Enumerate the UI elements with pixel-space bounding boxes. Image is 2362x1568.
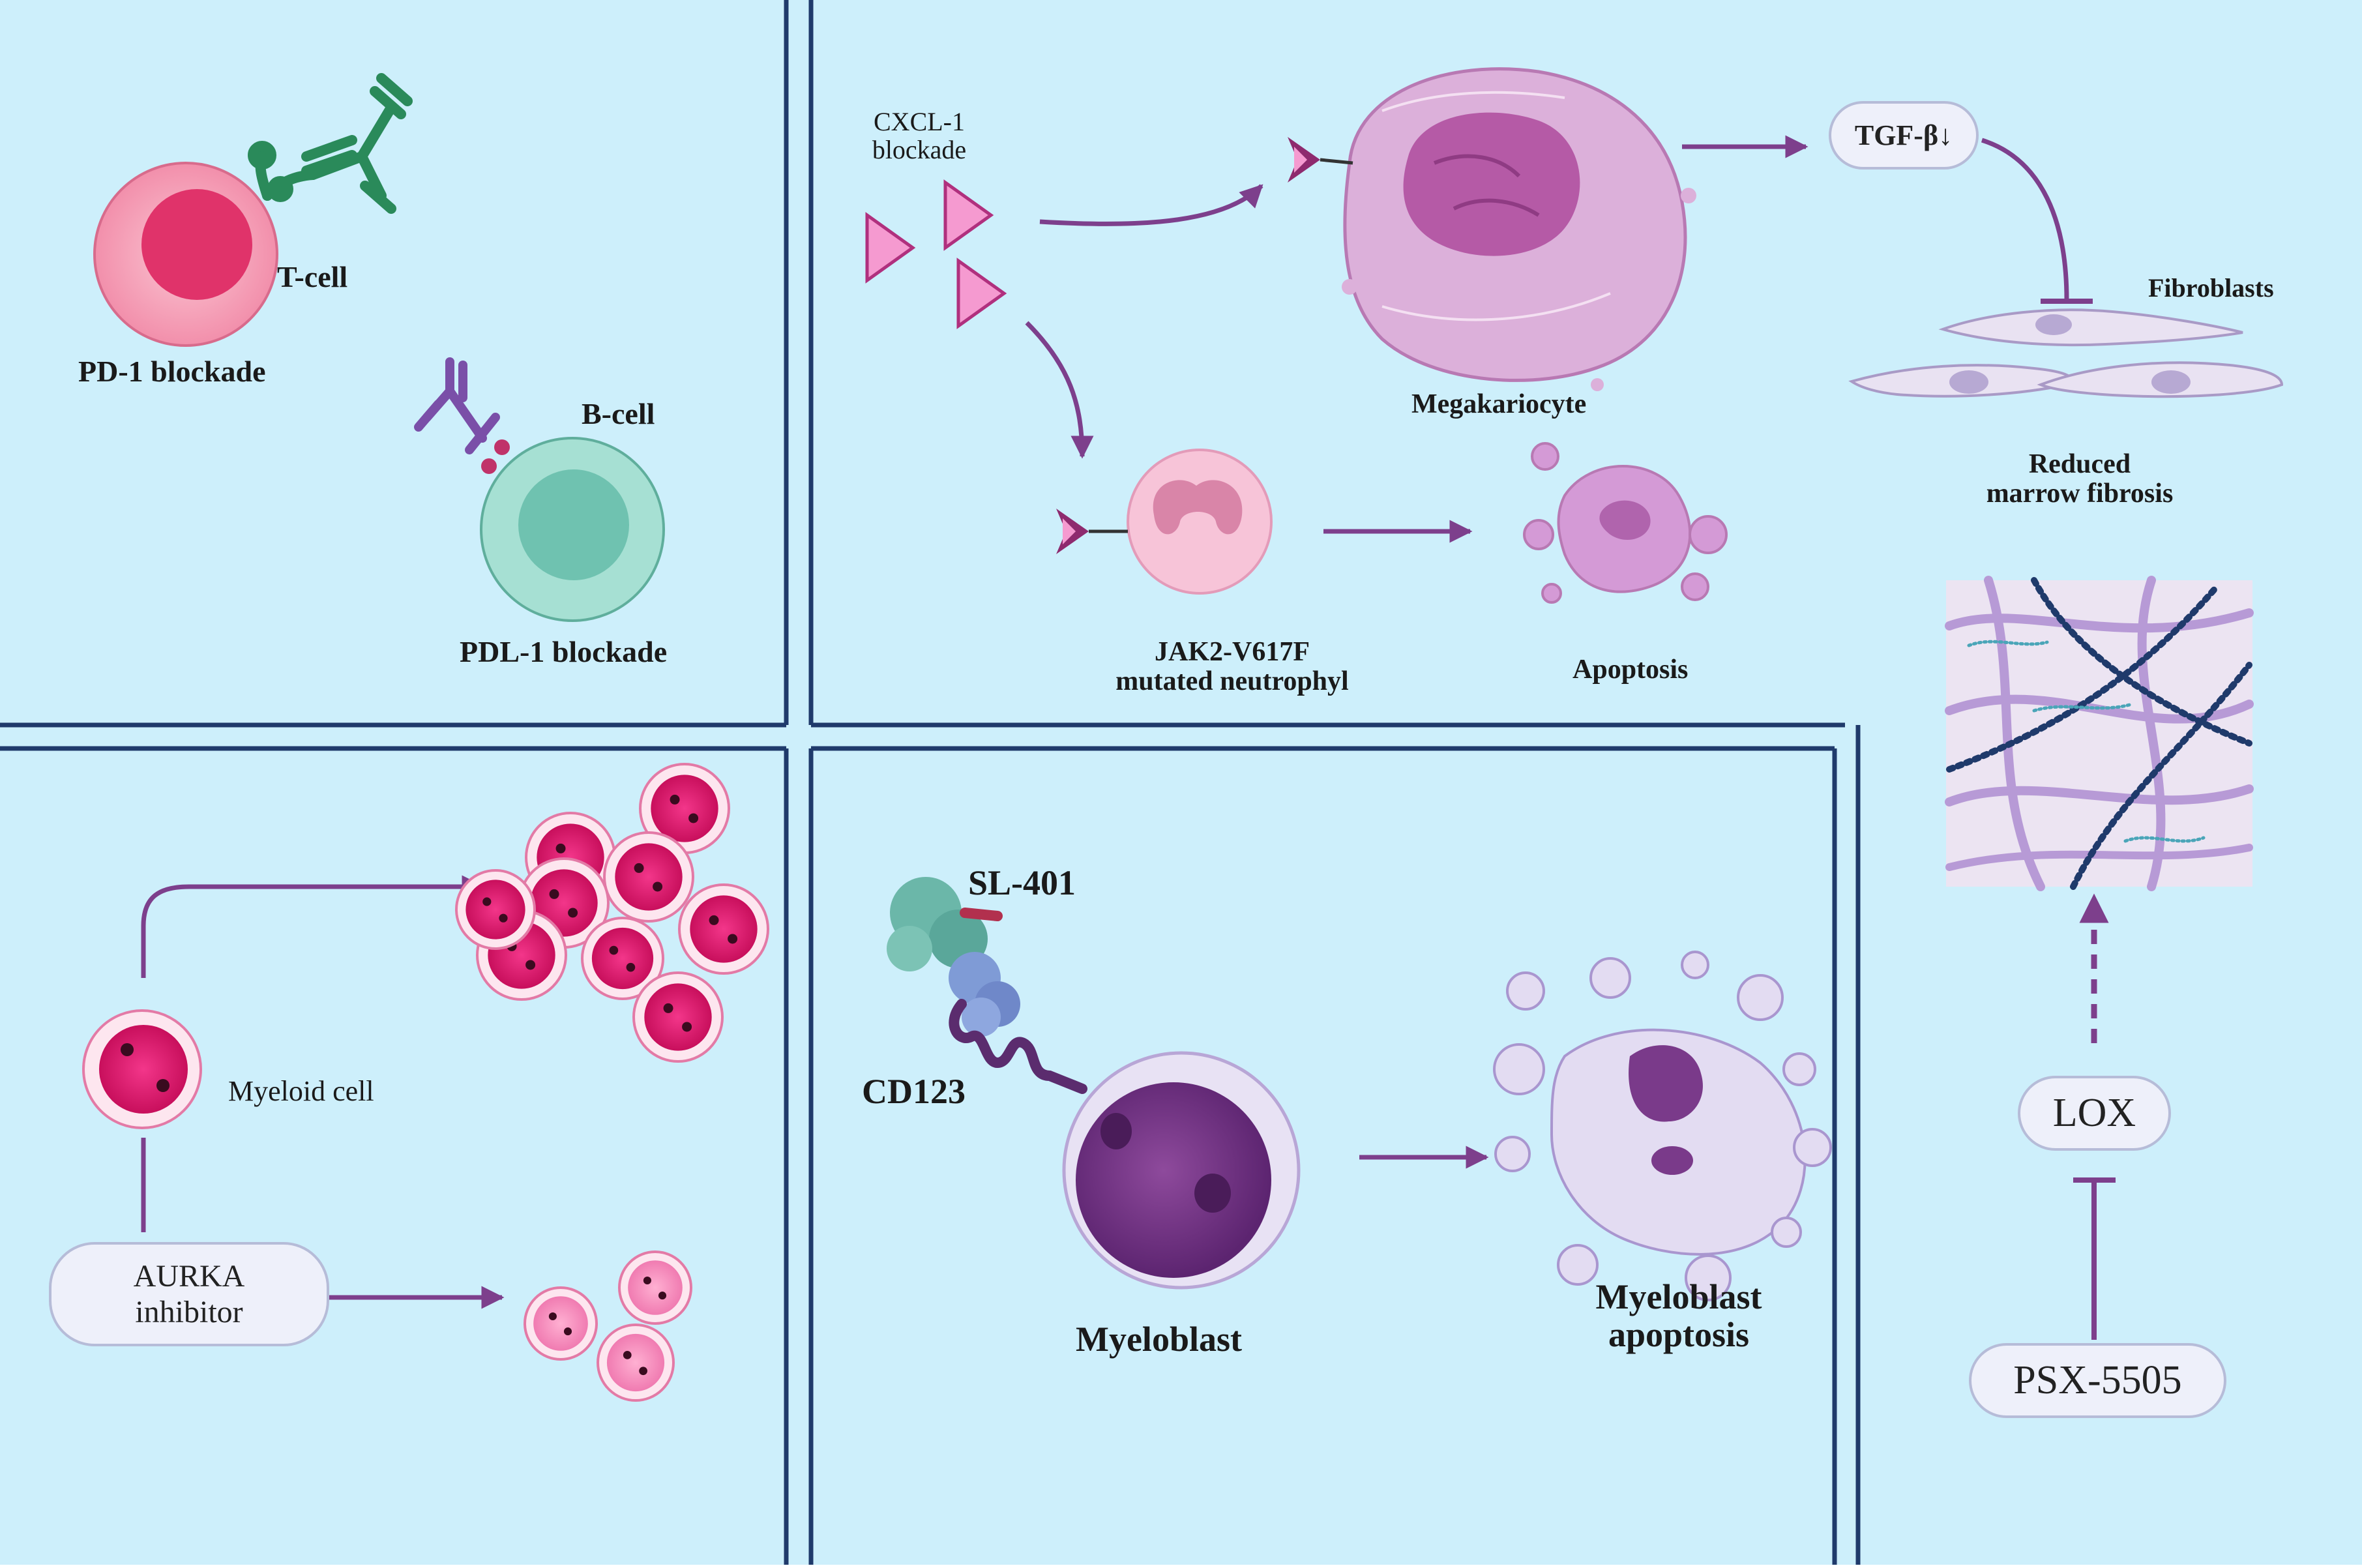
apoptotic-myeloblast bbox=[1493, 951, 1832, 1301]
panel-borders bbox=[0, 0, 1861, 1565]
arrow-cxcl1-megakaryocyte bbox=[1039, 184, 1263, 226]
myeloid-cell bbox=[678, 883, 769, 975]
cxcl1-blockade-label: CXCL-1 blockade bbox=[872, 107, 967, 165]
b-cell bbox=[480, 437, 665, 622]
fiber-network bbox=[1945, 576, 2254, 891]
apoptotic-neutrophil bbox=[1523, 442, 1728, 604]
myeloid-cell bbox=[82, 1009, 202, 1129]
megakaryocyte-receptor-icon bbox=[1288, 137, 1353, 183]
arrow-myeloid-proliferation bbox=[141, 875, 485, 978]
fibroblasts bbox=[1848, 308, 2284, 398]
pd1-antibody-icon bbox=[248, 73, 413, 214]
myeloid-cell bbox=[639, 763, 730, 854]
reduced-myeloid-cell bbox=[618, 1250, 692, 1325]
pd1-blockade-label: PD-1 blockade bbox=[78, 355, 266, 388]
myeloblast-cell bbox=[1062, 1051, 1301, 1290]
myeloid-cell bbox=[455, 869, 536, 950]
proliferating-myeloid-cells bbox=[455, 763, 769, 1063]
aurka-inhibitor-label: AURKA inhibitor bbox=[133, 1259, 245, 1329]
reduced-fibrosis-label: Reduced marrow fibrosis bbox=[1986, 449, 2174, 509]
sl401-protein-icon bbox=[887, 877, 1020, 1037]
myeloid-cell-label: Myeloid cell bbox=[228, 1075, 374, 1107]
psx-5505-label: PSX-5505 bbox=[2013, 1358, 2182, 1402]
apoptosis-label: Apoptosis bbox=[1572, 655, 1689, 685]
myeloblast-apoptosis-label: Myeloblast apoptosis bbox=[1595, 1277, 1762, 1355]
cxcl1-ligands bbox=[865, 179, 1007, 329]
sl401-label: SL-401 bbox=[968, 863, 1076, 902]
aurka-inhibitor-box: AURKA inhibitor bbox=[49, 1242, 329, 1346]
pdl1-blockade-label: PDL-1 blockade bbox=[460, 635, 668, 668]
neutrophil-receptor-icon bbox=[1056, 509, 1128, 554]
psx-5505-box: PSX-5505 bbox=[1969, 1343, 2226, 1418]
tgf-beta-label: TGF-β↓ bbox=[1854, 119, 1953, 151]
arrow-cxcl1-neutrophil bbox=[1025, 321, 1094, 459]
reduced-myeloid-cell bbox=[524, 1286, 598, 1361]
cd123-receptor-icon bbox=[949, 999, 1087, 1094]
myeloid-cell bbox=[632, 971, 724, 1063]
pdl1-antibody-icon bbox=[414, 357, 510, 474]
tgf-beta-box: TGF-β↓ bbox=[1829, 101, 1979, 170]
cd123-label: CD123 bbox=[862, 1072, 966, 1111]
fibroblasts-label: Fibroblasts bbox=[2148, 273, 2274, 303]
neutrophil bbox=[1127, 449, 1273, 595]
lox-label: LOX bbox=[2052, 1091, 2136, 1135]
neutrophil-label: JAK2-V617F mutated neutrophyl bbox=[1115, 637, 1349, 697]
t-cell-label: T-cell bbox=[277, 260, 348, 293]
reduced-myeloid-cells bbox=[524, 1250, 692, 1402]
inhibit-tgf-fibroblasts bbox=[1981, 138, 2069, 301]
t-cell bbox=[93, 162, 278, 347]
myeloblast-label: Myeloblast bbox=[1076, 1320, 1242, 1359]
b-cell-label: B-cell bbox=[582, 397, 655, 430]
myeloid-cell bbox=[603, 831, 694, 923]
lox-box: LOX bbox=[2018, 1076, 2171, 1151]
megakaryocyte bbox=[1342, 67, 1696, 391]
megakaryocyte-label: Megakariocyte bbox=[1411, 389, 1587, 419]
myeloid-cell bbox=[581, 917, 664, 1000]
reduced-myeloid-cell bbox=[597, 1324, 675, 1402]
